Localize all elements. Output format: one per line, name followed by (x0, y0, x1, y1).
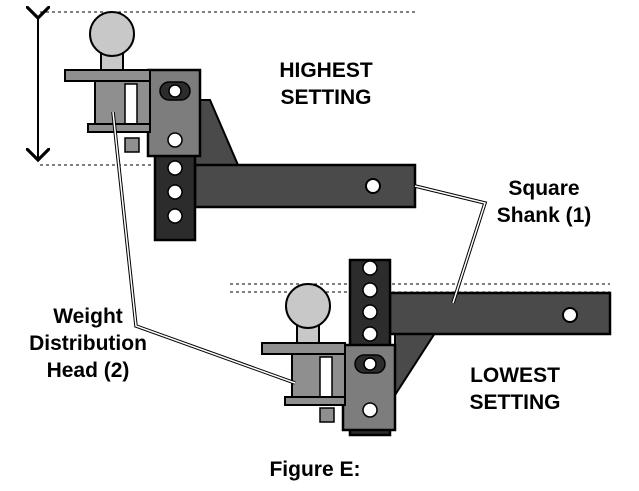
top-bar-hole (167, 160, 183, 176)
weight-distribution-head-line: Distribution (29, 332, 147, 355)
bottom-bar-hole (362, 260, 378, 276)
square-shank-leader (414, 185, 486, 304)
square-shank-leader (414, 184, 488, 304)
weight-distribution-head-label: Weight Distribution Head (2) (13, 303, 163, 384)
bottom-bracket-hole (362, 402, 378, 418)
top-square-shank (193, 163, 417, 209)
square-shank-label: Square Shank (1) (484, 175, 604, 229)
bottom-bar-holes (362, 260, 378, 342)
weight-distribution-head-line: Weight (53, 305, 123, 328)
top-lower-plate (87, 123, 151, 133)
bottom-hitch-ball (285, 283, 331, 329)
bottom-bar-hole (362, 282, 378, 298)
top-shank-hole (365, 178, 381, 194)
top-bracket-hole (168, 84, 182, 98)
bottom-spring-arm-socket (319, 356, 333, 398)
figure-caption: Figure E: (269, 458, 361, 481)
top-bolt-nut (124, 137, 140, 153)
weight-distribution-head-line: Head (2) (46, 359, 130, 382)
top-ball-platform (64, 69, 151, 82)
square-shank-line: Shank (1) (496, 204, 592, 227)
bottom-bar-hole (362, 326, 378, 342)
bottom-bar-hole (362, 304, 378, 320)
top-bar-hole (167, 208, 183, 224)
top-hitch-ball (89, 11, 135, 57)
height-dimension (38, 12, 415, 166)
bottom-hitch-assembly (230, 258, 612, 437)
bottom-ball-platform (261, 342, 346, 355)
bottom-gusset (394, 332, 437, 399)
bottom-bracket-hole (363, 357, 377, 371)
highest-setting-line: SETTING (280, 86, 372, 109)
lowest-setting-label: LOWEST SETTING (445, 362, 585, 416)
top-bar-hole (167, 184, 183, 200)
top-bracket-hole (167, 132, 183, 148)
leader-lines (111, 111, 488, 385)
top-weight-distribution-head (94, 80, 151, 126)
lowest-setting-line: SETTING (469, 391, 561, 414)
lowest-setting-line: LOWEST (470, 364, 560, 387)
top-spring-arm-socket (124, 83, 138, 125)
highest-setting-line: HIGHEST (279, 59, 373, 82)
bottom-lower-plate (284, 396, 346, 406)
head-leader (112, 111, 296, 384)
top-hitch-assembly (64, 11, 417, 242)
square-shank-line: Square (508, 177, 580, 200)
top-gusset (194, 99, 240, 166)
bottom-shank-hole (562, 307, 578, 323)
bottom-bolt-nut (319, 407, 335, 423)
bottom-weight-distribution-head (291, 353, 346, 399)
highest-setting-label: HIGHEST SETTING (260, 57, 392, 111)
